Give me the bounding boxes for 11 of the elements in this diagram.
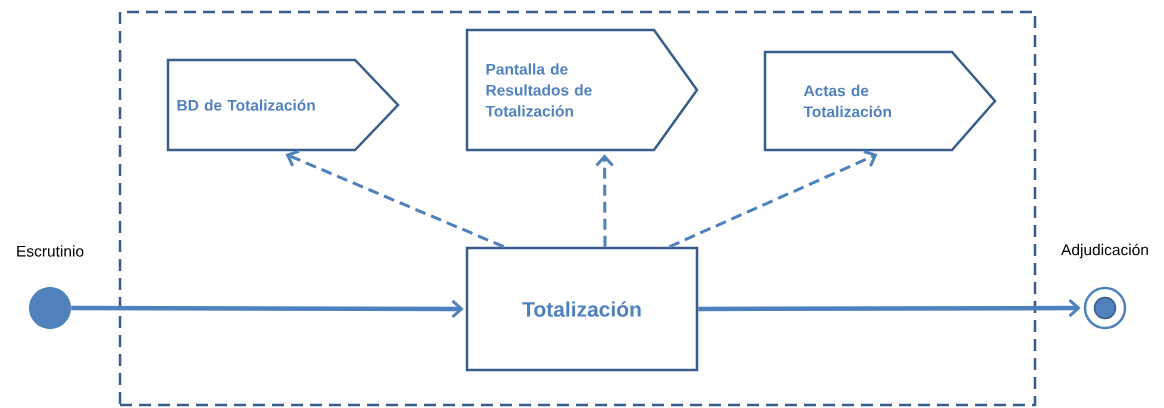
start-circle [29,287,71,329]
arrow [595,154,614,247]
arrow [668,150,878,249]
beside-label: Adjudicación [1061,243,1148,259]
arrow [698,298,1081,318]
arrow [71,299,464,319]
dashed-boundary [118,10,1037,407]
process-box: Totalización [465,246,699,372]
beside-label: Escrutinio [17,245,84,257]
end-circle [1083,286,1127,330]
arrow [285,149,505,249]
